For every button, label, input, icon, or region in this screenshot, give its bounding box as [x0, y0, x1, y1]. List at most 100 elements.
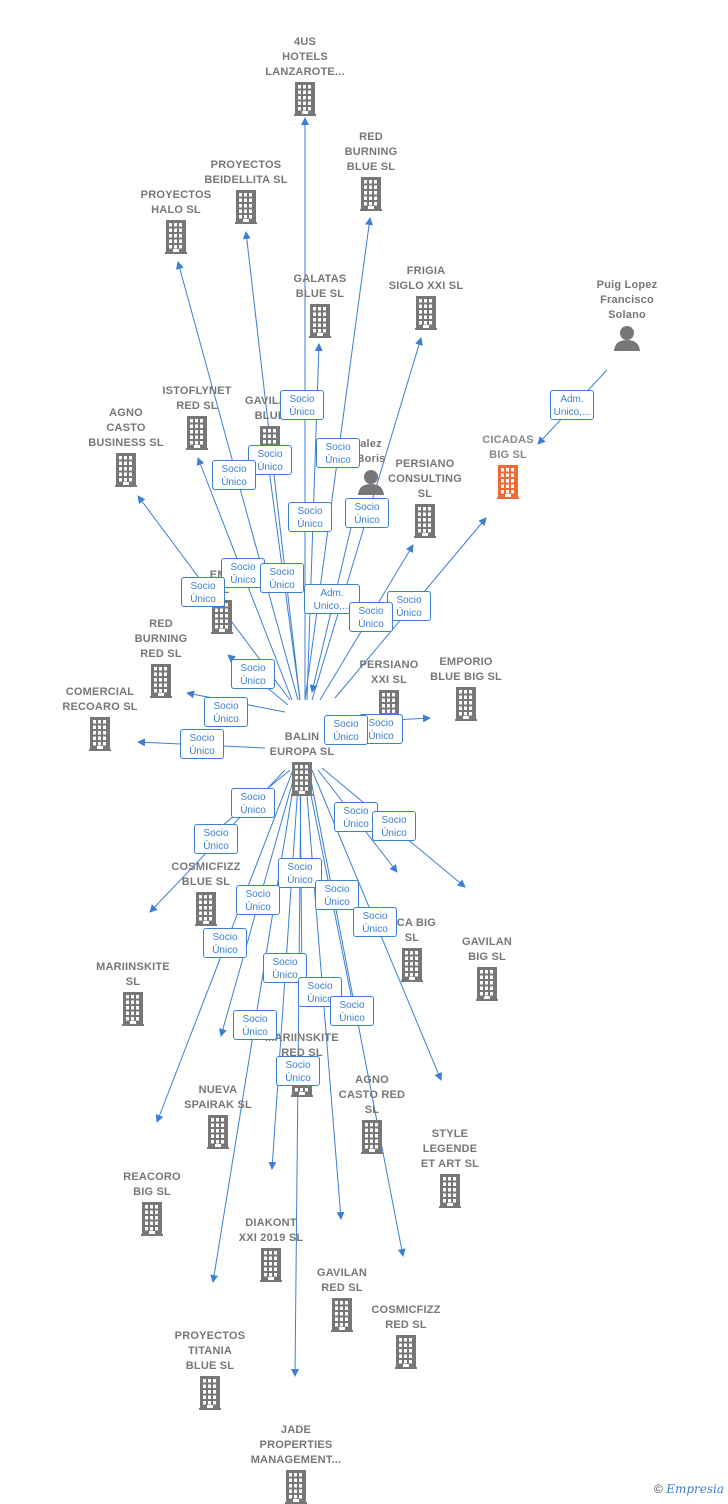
relation-label-4us[interactable]: Socio Único: [280, 390, 324, 420]
building-icon: [137, 416, 257, 450]
building-icon: [260, 304, 380, 338]
relation-label-balin[interactable]: Adm. Unico,...: [304, 584, 360, 614]
building-icon: [427, 967, 547, 1001]
building-icon: [406, 687, 526, 721]
node-puig[interactable]: Puig Lopez Francisco Solano: [567, 278, 687, 351]
footer-brand[interactable]: © Empresia: [654, 1482, 724, 1496]
relation-label-persianoc[interactable]: Socio Único: [349, 602, 393, 632]
relation-label-gavilanblue[interactable]: Socio Único: [260, 563, 304, 593]
relation-label-jade[interactable]: Socio Único: [276, 1056, 320, 1086]
relation-label-agnored[interactable]: Socio Único: [315, 880, 359, 910]
relation-label-reacoro[interactable]: Socio Único: [203, 928, 247, 958]
node-istoflynet[interactable]: ISTOFLYNET RED SL: [137, 384, 257, 450]
node-label: FRIGIA SIGLO XXI SL: [388, 265, 464, 292]
node-label: MARIINSKITE SL: [96, 961, 170, 988]
building-icon: [116, 220, 236, 254]
person-icon: [567, 325, 687, 351]
node-cicadas[interactable]: CICADAS BIG SL: [448, 433, 568, 499]
building-icon: [245, 82, 365, 116]
node-cosmicblue[interactable]: COSMICFIZZ BLUE SL: [146, 860, 266, 926]
relation-label-emp[interactable]: Socio Único: [231, 659, 275, 689]
relation-label-nueva[interactable]: Socio Único: [236, 885, 280, 915]
node-label: CICADAS BIG SL: [482, 434, 534, 461]
node-label: BALIN EUROPA SL: [269, 731, 335, 758]
relation-label-comercial[interactable]: Socio Único: [180, 729, 224, 759]
node-persianoc[interactable]: PERSIANO CONSULTING SL: [365, 457, 485, 538]
building-icon: [346, 1335, 466, 1369]
building-icon: [312, 1120, 432, 1154]
relation-label-mariinskite[interactable]: Socio Único: [194, 824, 238, 854]
relation-label-galatas[interactable]: Socio Único: [288, 502, 332, 532]
node-label: AGNO CASTO RED SL: [338, 1074, 406, 1116]
node-comercial[interactable]: COMERCIAL RECOARO SL: [40, 685, 160, 751]
node-cosmicred[interactable]: COSMICFIZZ RED SL: [346, 1303, 466, 1369]
relation-label-titania[interactable]: Socio Único: [233, 1010, 277, 1040]
node-label: PROYECTOS HALO SL: [140, 189, 212, 216]
node-beidellita[interactable]: PROYECTOS BEIDELLITA SL: [186, 158, 306, 224]
node-label: NUEVA SPAIRAK SL: [184, 1084, 252, 1111]
node-galatas[interactable]: GALATAS BLUE SL: [260, 272, 380, 338]
building-icon: [186, 190, 306, 224]
relation-label-cicadas[interactable]: Socio Único: [387, 591, 431, 621]
node-label: COMERCIAL RECOARO SL: [62, 686, 138, 713]
relation-label-frigia[interactable]: Socio Único: [345, 498, 389, 528]
relation-label-style[interactable]: Socio Único: [353, 907, 397, 937]
building-icon: [282, 1298, 402, 1332]
node-label: JADE PROPERTIES MANAGEMENT...: [250, 1424, 342, 1466]
building-icon: [236, 1470, 356, 1504]
node-frigia[interactable]: FRIGIA SIGLO XXI SL: [366, 264, 486, 330]
node-gavilanred[interactable]: GAVILAN RED SL: [282, 1266, 402, 1332]
person-icon: [311, 469, 431, 495]
node-label: PROYECTOS TITANIA BLUE SL: [174, 1330, 246, 1372]
relation-label-agnocb[interactable]: Socio Único: [181, 577, 225, 607]
building-icon: [352, 948, 472, 982]
building-icon: [158, 1115, 278, 1149]
building-icon: [150, 1376, 270, 1410]
relation-label-cosmicblue[interactable]: Socio Único: [231, 788, 275, 818]
node-label: PROYECTOS BEIDELLITA SL: [204, 159, 288, 186]
copyright-symbol: ©: [654, 1482, 663, 1496]
node-label: GAVILAN RED SL: [316, 1267, 368, 1294]
node-style[interactable]: STYLE LEGENDE ET ART SL: [390, 1127, 510, 1208]
node-label: REACORO BIG SL: [123, 1171, 181, 1198]
relation-label-rbb[interactable]: Socio Único: [316, 438, 360, 468]
node-label: COSMICFIZZ RED SL: [371, 1304, 441, 1331]
node-label: RED BURNING BLUE SL: [344, 131, 398, 173]
node-label: EMPORIO BLUE BIG SL: [430, 656, 502, 683]
node-4us[interactable]: 4US HOTELS LANZAROTE...: [245, 35, 365, 116]
node-label: ISTOFLYNET RED SL: [162, 385, 232, 412]
node-diakont[interactable]: DIAKONT XXI 2019 SL: [211, 1216, 331, 1282]
node-label: AGNO CASTO BUSINESS SL: [88, 407, 164, 449]
building-icon: [311, 177, 431, 211]
relation-label-emporio[interactable]: Socio Único: [324, 715, 368, 745]
node-agnored[interactable]: AGNO CASTO RED SL: [312, 1073, 432, 1154]
node-reacoro[interactable]: REACORO BIG SL: [92, 1170, 212, 1236]
relation-label-halo[interactable]: Socio Único: [212, 460, 256, 490]
building-icon: [66, 453, 186, 487]
node-gavilanbig[interactable]: GAVILAN BIG SL: [427, 935, 547, 1001]
relation-label-istoflynet[interactable]: Socio Único: [221, 558, 265, 588]
node-nueva[interactable]: NUEVA SPAIRAK SL: [158, 1083, 278, 1149]
relation-label-mariinskitered[interactable]: Socio Único: [278, 858, 322, 888]
node-titania[interactable]: PROYECTOS TITANIA BLUE SL: [150, 1329, 270, 1410]
node-jade[interactable]: JADE PROPERTIES MANAGEMENT...: [236, 1423, 356, 1504]
building-icon: [390, 1174, 510, 1208]
node-emporio[interactable]: EMPORIO BLUE BIG SL: [406, 655, 526, 721]
relation-label-gavilanbig[interactable]: Socio Único: [372, 811, 416, 841]
building-icon: [242, 762, 362, 796]
building-icon: [101, 664, 221, 698]
node-label: COSMICFIZZ BLUE SL: [171, 861, 241, 888]
node-label: PERSIANO XXI SL: [359, 659, 419, 686]
node-halo[interactable]: PROYECTOS HALO SL: [116, 188, 236, 254]
node-balin[interactable]: BALIN EUROPA SL: [242, 730, 362, 796]
node-gonzalez[interactable]: alez Boris: [311, 437, 431, 495]
building-icon: [365, 504, 485, 538]
node-agnocb[interactable]: AGNO CASTO BUSINESS SL: [66, 406, 186, 487]
node-rbr[interactable]: RED BURNING RED SL: [101, 617, 221, 698]
building-icon: [448, 465, 568, 499]
relation-label-cicadas[interactable]: Adm. Unico,...: [550, 390, 594, 420]
node-mariinskite[interactable]: MARIINSKITE SL: [73, 960, 193, 1026]
relation-label-rbr[interactable]: Socio Único: [204, 697, 248, 727]
node-rbb[interactable]: RED BURNING BLUE SL: [311, 130, 431, 211]
relation-label-cosmicred[interactable]: Socio Único: [330, 996, 374, 1026]
